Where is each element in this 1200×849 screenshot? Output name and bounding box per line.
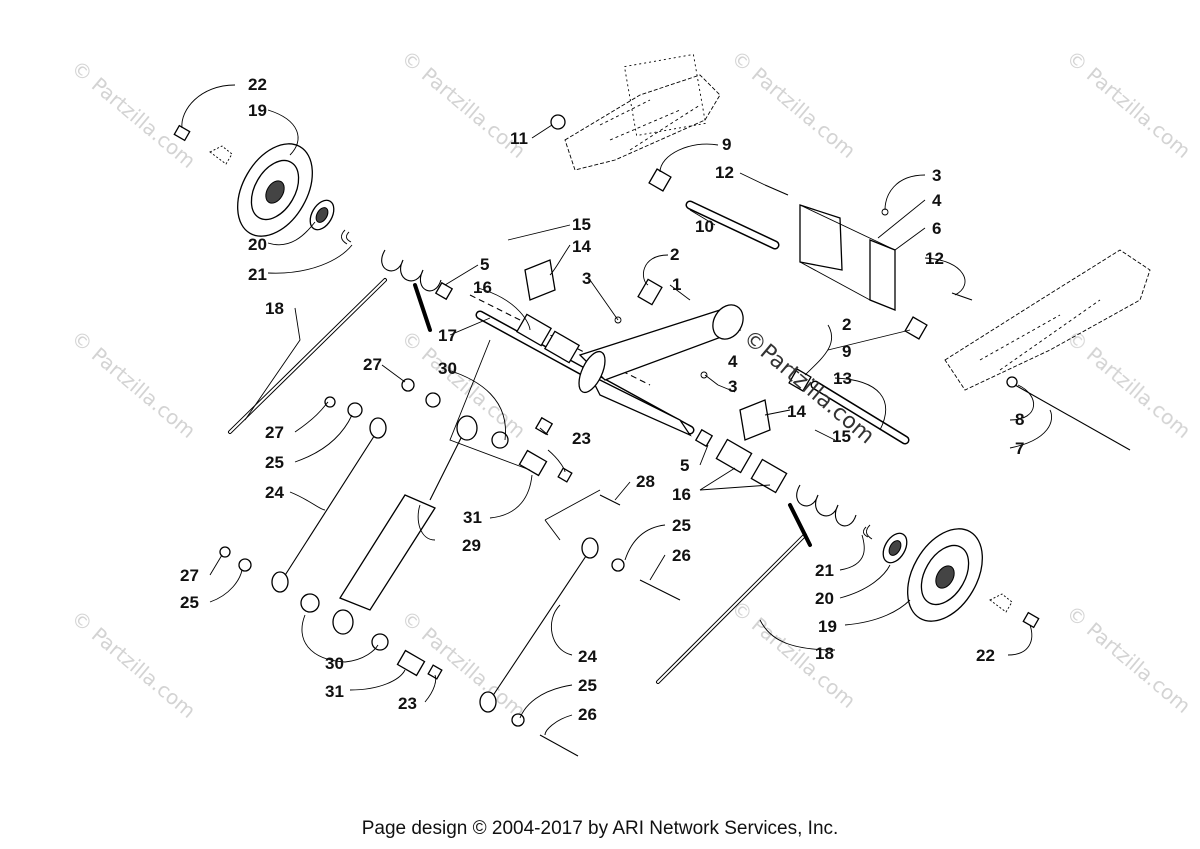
rods [810,376,1131,451]
a-arm [578,304,744,437]
part-label: 27 [180,566,199,585]
part-label: 16 [672,485,691,504]
part-label: 19 [818,617,837,636]
part-label: 31 [325,682,344,701]
part-label: 21 [815,561,834,580]
footer-copyright: Page design © 2004-2017 by ARI Network S… [361,818,839,839]
part-label: 9 [842,342,851,361]
part-label: 5 [480,255,489,274]
right-wheel-assembly [863,524,1040,629]
part-label: 14 [572,237,591,256]
left-spring [228,249,442,434]
part-label: 25 [672,516,691,535]
part-label: 25 [578,676,597,695]
part-label: 3 [728,377,737,396]
watermark: © Partzilla.com [1062,45,1196,163]
part-label: 1 [672,275,681,294]
part-label: 28 [636,472,655,491]
part-label: 16 [473,278,492,297]
watermark: © Partzilla.com [67,325,201,443]
part-label: 18 [815,644,834,663]
part-label: 24 [578,647,597,666]
part-label: 2 [842,315,851,334]
right-spring [656,484,857,684]
rail-upper [564,53,721,171]
left-wheel-assembly [173,124,352,245]
hardware [219,114,973,757]
shock-absorber [332,415,478,635]
part-label: 26 [672,546,691,565]
watermark: © Partzilla.com [1062,325,1196,443]
part-label: 15 [572,215,591,234]
part-label: 4 [932,191,942,210]
watermark: © Partzilla.com [727,45,861,163]
spacers-right [694,428,788,494]
watermark: © Partzilla.com [67,55,201,173]
part-label: 30 [325,654,344,673]
part-label: 27 [363,355,382,374]
part-label: 27 [265,423,284,442]
part-label: 3 [932,166,941,185]
part-label: 8 [1015,410,1024,429]
watermark: © Partzilla.com [67,605,201,723]
part-label: 29 [462,536,481,555]
bumpers [524,259,771,441]
part-label: 11 [510,129,528,148]
part-label: 5 [680,456,689,475]
mount-bracket [637,168,928,392]
link-rods [271,417,599,713]
part-label: 22 [248,75,267,94]
part-label: 6 [932,219,941,238]
part-label: 12 [715,163,734,182]
part-label: 7 [1015,439,1024,458]
part-label: 19 [248,101,267,120]
part-label: 25 [180,593,199,612]
part-label: 2 [670,245,679,264]
part-label: 31 [463,508,482,527]
part-labels: 22 19 20 21 18 11 9 12 10 3 4 6 12 15 14… [180,75,1024,724]
part-label: 25 [265,453,284,472]
leader-lines [181,84,1053,736]
rail-lower-right [944,249,1151,391]
part-label: 30 [438,359,457,378]
part-label: 21 [248,265,267,284]
part-label: 13 [833,369,852,388]
part-label: 9 [722,135,731,154]
part-label: 22 [976,646,995,665]
part-label: 3 [582,269,591,288]
part-label: 20 [248,235,267,254]
watermark: © Partzilla.com [727,595,861,713]
part-label: 23 [572,429,591,448]
watermark: © Partzilla.com [1062,600,1196,718]
part-label: 17 [438,326,457,345]
part-label: 15 [832,427,851,446]
part-label: 23 [398,694,417,713]
part-label: 14 [787,402,806,421]
part-label: 10 [695,217,714,236]
part-label: 26 [578,705,597,724]
part-label: 12 [925,249,944,268]
part-label: 20 [815,589,834,608]
part-label: 24 [265,483,284,502]
part-label: 4 [728,352,738,371]
spacers-left [434,281,581,364]
part-label: 18 [265,299,284,318]
